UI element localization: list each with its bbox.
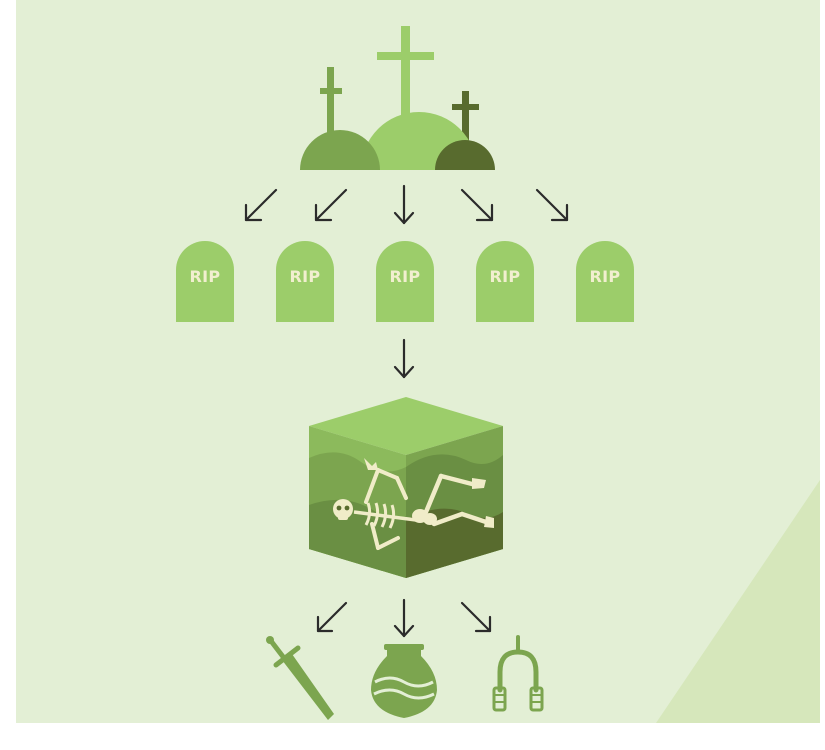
arrow-down-center <box>393 184 415 225</box>
tombstone-label-1: RIP <box>189 267 221 286</box>
tombstone-2 <box>276 241 334 322</box>
arrow-to-cube <box>393 338 415 379</box>
diagram-panel: RIP RIP RIP RIP RIP <box>16 0 820 723</box>
arrows-top-row <box>244 184 569 225</box>
sword-icon <box>266 636 334 720</box>
arrow-down-right-2 <box>535 188 569 222</box>
tombstone-label-2: RIP <box>289 267 321 286</box>
skeleton <box>333 458 494 550</box>
arrows-bottom-row <box>316 598 492 638</box>
tombstones-row <box>176 241 634 322</box>
background-shade <box>656 480 820 723</box>
tombstone-label-5: RIP <box>589 267 621 286</box>
tombstone-4 <box>476 241 534 322</box>
horseshoe-tongs-icon <box>492 635 544 712</box>
tombstone-1 <box>176 241 234 322</box>
tombstone-label-3: RIP <box>389 267 421 286</box>
arrow-bottom-right <box>460 601 492 633</box>
tombstone-5 <box>576 241 634 322</box>
burial-soil-cube-skeleton-icon <box>309 397 503 578</box>
amphora-vase-icon <box>371 644 437 718</box>
arrow-down-left-2 <box>314 188 348 222</box>
graveyard-crosses-icon <box>300 26 495 170</box>
diagram-art <box>16 0 820 723</box>
arrow-down-right-1 <box>460 188 494 222</box>
tombstone-label-4: RIP <box>489 267 521 286</box>
tombstone-3 <box>376 241 434 322</box>
arrow-bottom-center <box>393 598 415 638</box>
background <box>16 0 820 723</box>
arrow-bottom-left <box>316 601 348 633</box>
arrow-down-left-1 <box>244 188 278 222</box>
